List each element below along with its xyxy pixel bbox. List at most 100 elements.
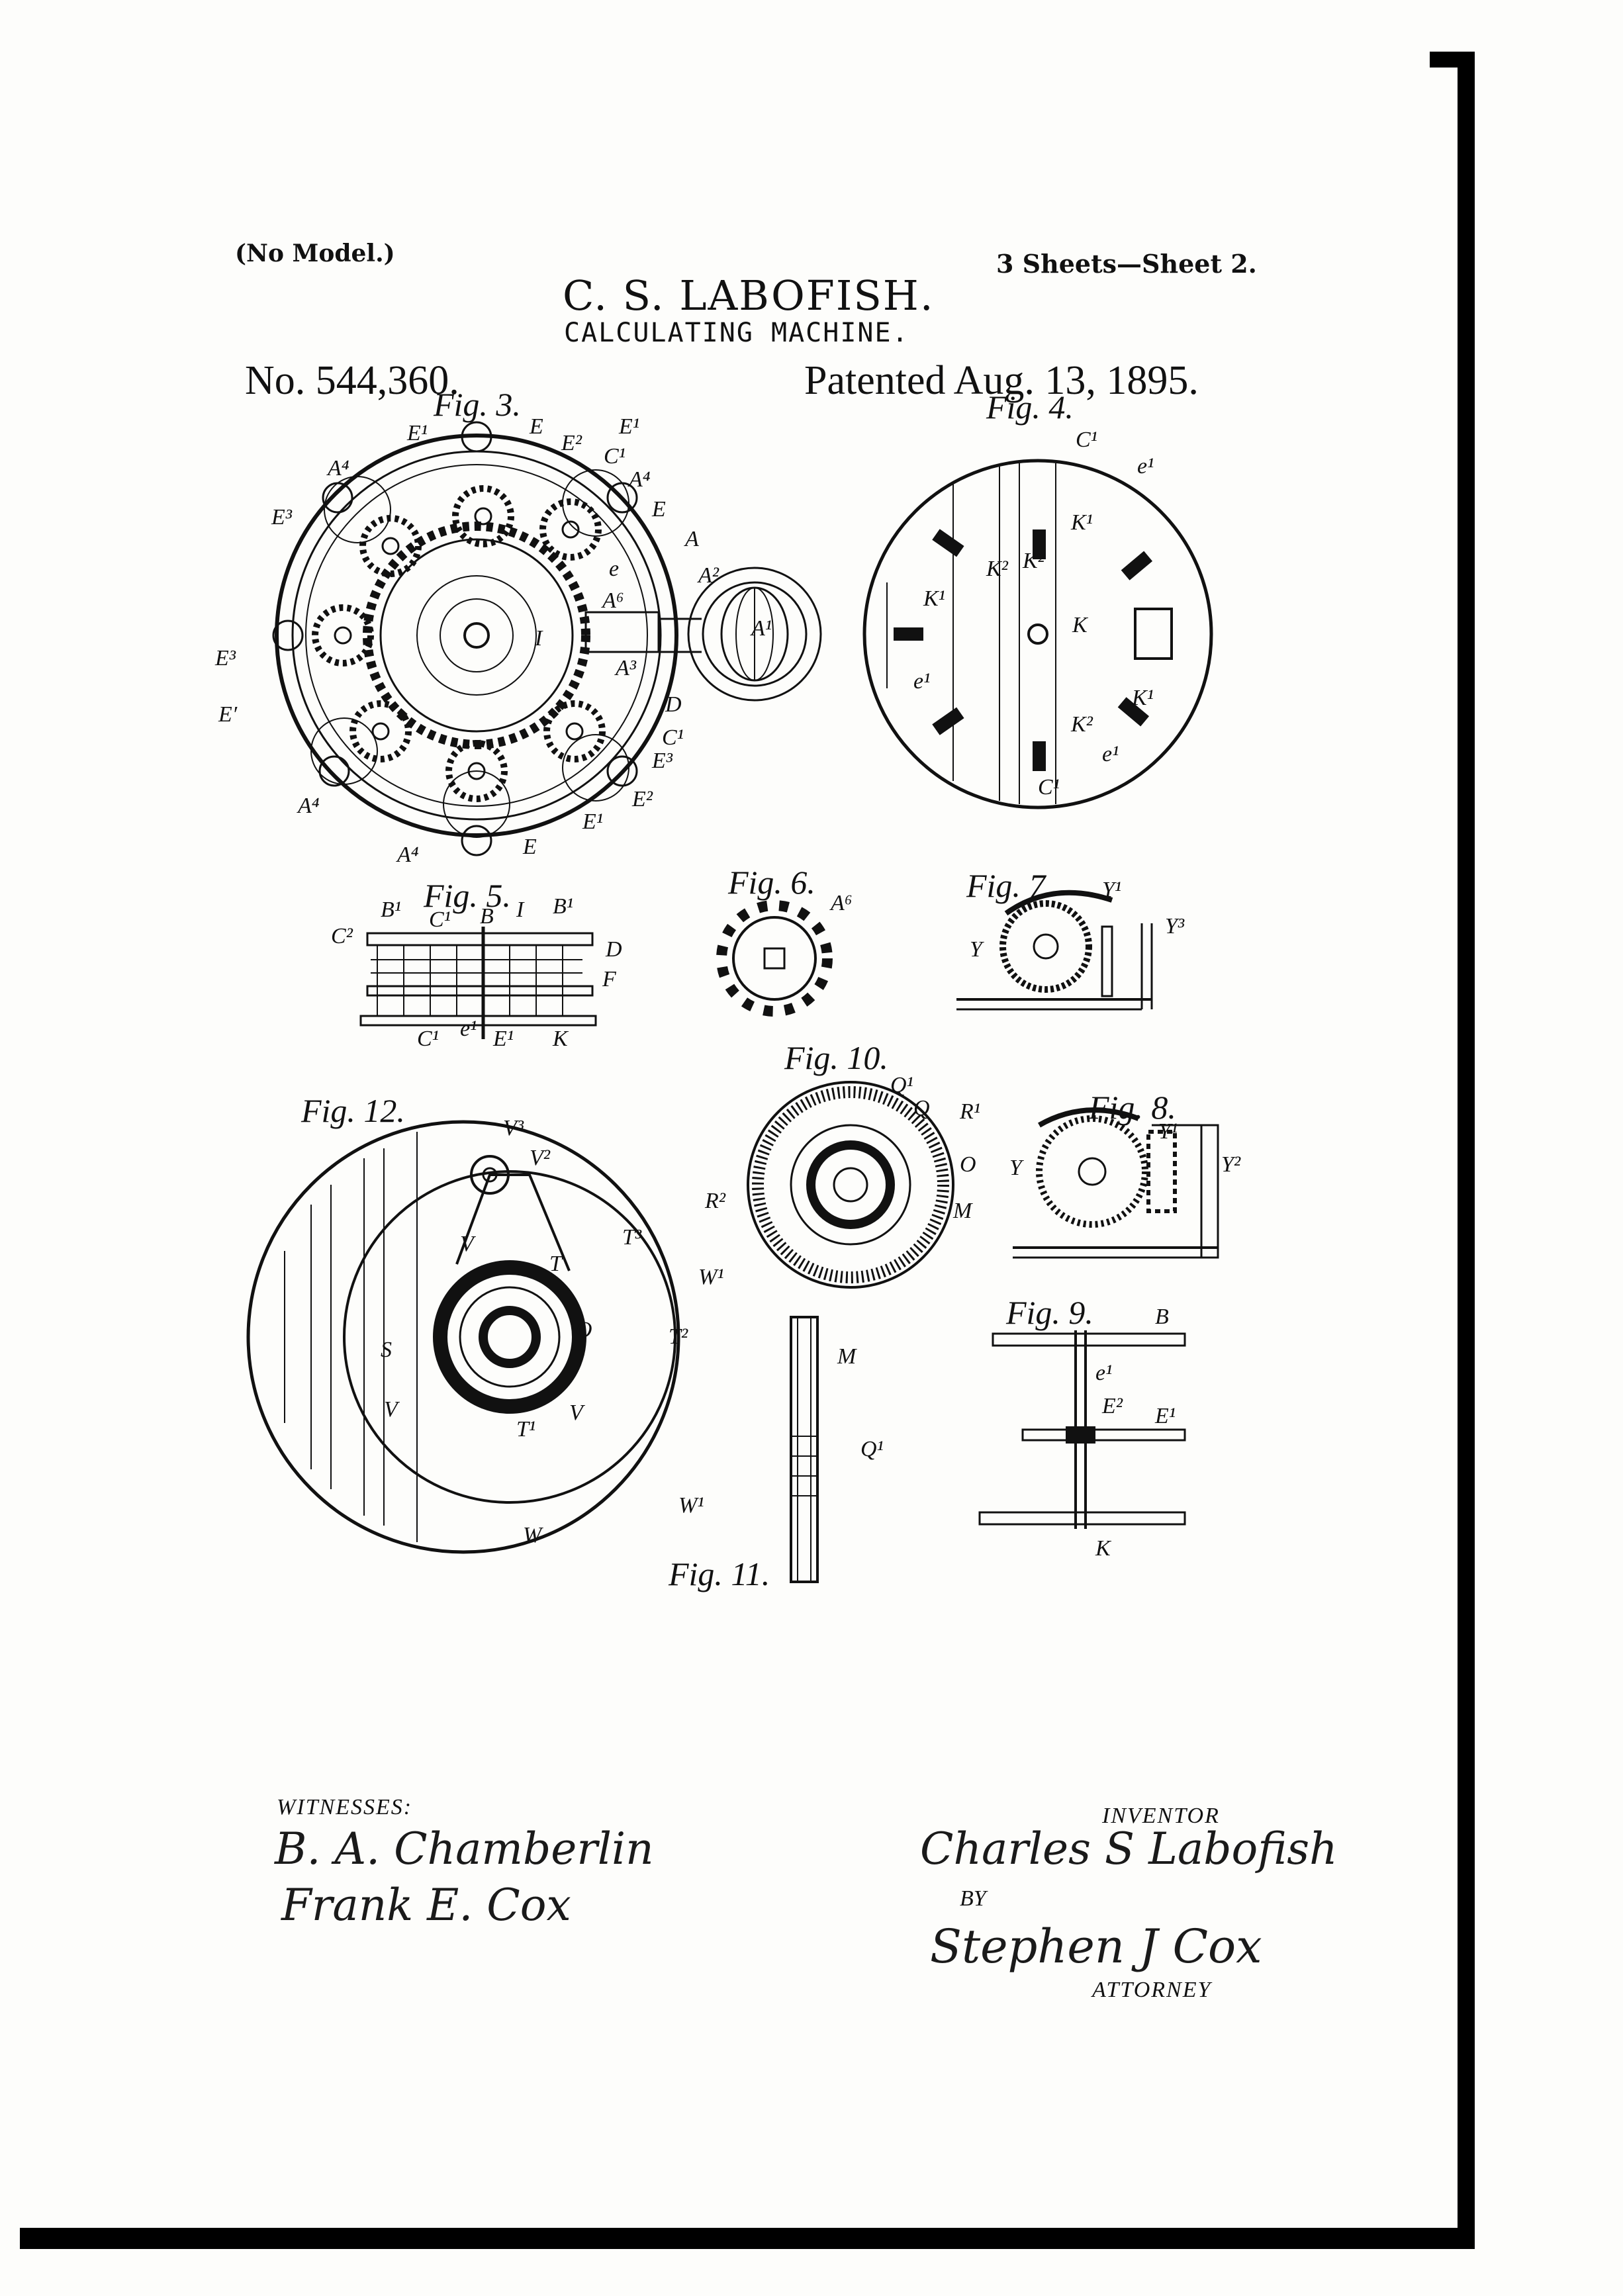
svg-text:A³: A³ xyxy=(614,656,637,680)
svg-text:K: K xyxy=(1072,613,1089,637)
svg-text:K¹: K¹ xyxy=(923,586,945,611)
svg-text:A⁴: A⁴ xyxy=(326,456,349,481)
figure-12-drawing xyxy=(246,1120,680,1554)
fig-8-label: Fig. 8. xyxy=(1088,1089,1176,1126)
svg-text:Y¹: Y¹ xyxy=(1102,878,1121,902)
svg-text:C¹: C¹ xyxy=(1076,428,1097,452)
svg-text:D: D xyxy=(665,692,682,717)
svg-text:O: O xyxy=(576,1318,592,1342)
svg-text:K²: K² xyxy=(986,557,1009,581)
svg-text:E¹: E¹ xyxy=(492,1027,514,1051)
fig-4-reference-letters: C¹ e¹ K¹ K² K² K K¹ e¹ K¹ K² e¹ C¹ xyxy=(913,428,1154,800)
svg-text:E²: E² xyxy=(561,431,582,455)
svg-text:K¹: K¹ xyxy=(1070,510,1093,535)
svg-text:T: T xyxy=(549,1252,563,1276)
svg-text:W: W xyxy=(523,1523,543,1547)
svg-text:E²: E² xyxy=(631,787,653,811)
svg-text:T³: T³ xyxy=(622,1225,642,1250)
figure-9-drawing xyxy=(978,1330,1186,1529)
svg-text:W¹: W¹ xyxy=(698,1265,724,1289)
attorney-signature: Stephen J Cox xyxy=(930,1919,1262,1974)
svg-text:V: V xyxy=(460,1232,477,1256)
svg-text:C¹: C¹ xyxy=(662,725,684,750)
figure-4-drawing xyxy=(862,459,1213,809)
fig-5-label: Fig. 5. xyxy=(423,877,511,914)
fig-4-label: Fig. 4. xyxy=(986,389,1074,426)
figure-7-drawing xyxy=(956,890,1153,1011)
fig-11-label: Fig. 11. xyxy=(668,1555,770,1592)
svg-text:A⁴: A⁴ xyxy=(627,467,651,492)
svg-text:M: M xyxy=(837,1344,857,1369)
svg-text:Y³: Y³ xyxy=(1165,914,1185,939)
svg-text:C¹: C¹ xyxy=(604,444,626,469)
figure-10-drawing xyxy=(747,1081,954,1289)
svg-text:E²: E² xyxy=(1101,1394,1123,1418)
fig-11-reference-letters: M Q¹ xyxy=(837,1344,884,1461)
svg-text:F: F xyxy=(602,967,617,991)
svg-text:V: V xyxy=(384,1397,400,1422)
no-model-note: (No Model.) xyxy=(235,240,395,267)
svg-text:E¹: E¹ xyxy=(406,421,428,445)
svg-text:K¹: K¹ xyxy=(1131,686,1154,710)
svg-text:e¹: e¹ xyxy=(460,1017,477,1041)
inventor-signature: Charles S Labofish xyxy=(920,1823,1338,1874)
fig-9-label: Fig. 9. xyxy=(1005,1294,1093,1331)
svg-text:E³: E³ xyxy=(651,749,673,773)
svg-text:R¹: R¹ xyxy=(959,1099,980,1124)
svg-text:D: D xyxy=(605,937,622,962)
svg-text:C¹: C¹ xyxy=(417,1027,439,1051)
svg-text:A⁴: A⁴ xyxy=(297,794,320,818)
witness-1-signature: B. A. Chamberlin xyxy=(275,1823,654,1874)
svg-text:C¹: C¹ xyxy=(1038,775,1060,800)
scan-border-right xyxy=(1458,53,1475,2237)
fig-6-ref-A6: A⁶ xyxy=(829,891,853,915)
svg-text:I: I xyxy=(516,897,525,922)
svg-text:T²: T² xyxy=(669,1324,688,1349)
svg-text:K: K xyxy=(552,1027,569,1051)
svg-text:e¹: e¹ xyxy=(913,669,930,694)
svg-text:E: E xyxy=(651,497,666,522)
fig-10-reference-letters: Q¹ Q R¹ O R² M xyxy=(704,1073,980,1223)
svg-text:E: E xyxy=(529,414,543,439)
svg-text:e¹: e¹ xyxy=(1095,1361,1112,1385)
svg-text:K²: K² xyxy=(1070,712,1093,737)
svg-text:B: B xyxy=(1155,1305,1169,1329)
svg-text:A¹: A¹ xyxy=(750,616,772,641)
svg-text:E′: E′ xyxy=(218,702,238,727)
attorney-label: ATTORNEY xyxy=(1092,1978,1212,2002)
svg-text:e¹: e¹ xyxy=(1102,742,1119,766)
fig-3-reference-letters: E¹ E E² E¹ C¹ A⁴ A⁴ E³ E A e A² A⁶ A¹ I … xyxy=(214,414,772,867)
fig-7-reference-letters: Y¹ Y Y³ xyxy=(970,878,1185,962)
sheet-count: 3 Sheets—Sheet 2. xyxy=(996,249,1257,279)
svg-text:A⁴: A⁴ xyxy=(396,843,419,867)
inventor-name-heading: C. S. LABOFISH. xyxy=(563,271,935,320)
fig-7-label: Fig. 7. xyxy=(966,867,1054,904)
svg-text:Q¹: Q¹ xyxy=(860,1437,884,1461)
svg-text:T¹: T¹ xyxy=(516,1417,535,1442)
svg-text:Y²: Y² xyxy=(1221,1152,1241,1177)
inventor-label: INVENTOR xyxy=(1102,1804,1220,1828)
svg-text:B¹: B¹ xyxy=(553,894,573,919)
fig-8-reference-letters: Y¹ Y Y² xyxy=(1009,1119,1241,1180)
svg-text:E: E xyxy=(522,835,537,859)
svg-text:V³: V³ xyxy=(503,1116,524,1140)
svg-text:M: M xyxy=(952,1199,973,1223)
svg-text:e¹: e¹ xyxy=(1137,454,1154,479)
fig-9-reference-letters: B e¹ E² E¹ K xyxy=(1095,1305,1176,1561)
fig-6-label: Fig. 6. xyxy=(727,864,815,901)
fig-12-label: Fig. 12. xyxy=(301,1092,405,1129)
fig-5-reference-letters: B¹ C¹ B I B¹ C² D F C¹ e¹ E¹ K xyxy=(331,894,622,1051)
svg-text:C¹: C¹ xyxy=(429,907,451,932)
svg-text:O: O xyxy=(960,1152,976,1177)
svg-text:E¹: E¹ xyxy=(582,809,603,834)
svg-text:W¹: W¹ xyxy=(678,1493,704,1518)
svg-text:I: I xyxy=(534,626,543,651)
svg-text:B¹: B¹ xyxy=(381,897,401,922)
svg-text:A²: A² xyxy=(697,563,719,588)
fig-12-reference-letters: V³ V² V T³ T W¹ O T² S V V T¹ W¹ W xyxy=(381,1116,724,1547)
scan-border-bottom xyxy=(20,2228,1475,2249)
svg-text:E³: E³ xyxy=(271,505,293,529)
fig-3-label: Fig. 3. xyxy=(433,386,521,423)
